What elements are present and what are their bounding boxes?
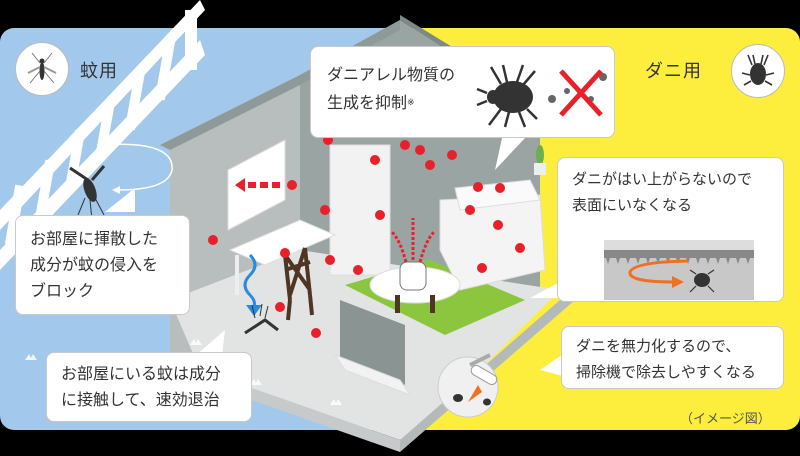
bubble-line: 掃除機で除去しやすくなる [576, 363, 756, 381]
bubble-line: お部屋にいる蚊は成分 [61, 364, 222, 383]
vacuum-bubble: ダニを無力化するので、 掃除機で除去しやすくなる [561, 326, 784, 389]
mosquito-title: 蚊用 [80, 61, 118, 82]
bubble-line: ブロック [30, 281, 95, 300]
block-invasion-bubble: お部屋に揮散した 成分が蚊の侵入を ブロック [15, 215, 190, 315]
mosquito-dead-icon [244, 303, 279, 335]
return-arrow-icon [99, 143, 173, 191]
mosquito-icon [27, 52, 57, 84]
bookshelf [329, 144, 391, 276]
bubble-line: 生成を抑制 [327, 93, 408, 112]
window [227, 139, 286, 231]
mite-title: ダニ用 [645, 61, 702, 82]
blue-arrow-icon [243, 253, 257, 308]
plant [534, 145, 546, 175]
mosquito-badge [15, 42, 69, 96]
bubble-line: 成分が蚊の侵入を [30, 255, 159, 274]
bubble-line: ダニを無力化するので、 [576, 337, 741, 355]
bubble-line: ダニアレル物質の [327, 65, 456, 84]
red-arrow-icon [235, 178, 280, 192]
image-caption: （イメージ図） [680, 412, 771, 427]
chair [283, 247, 314, 321]
bubble-line: に接触して、速効退治 [61, 390, 220, 409]
fence-icon [0, 0, 205, 270]
bubble-line: ダニがはい上がらないので [572, 170, 753, 188]
allergen-bubble: ダニアレル物質の 生成を抑制※ [310, 46, 615, 138]
mite-badge [731, 44, 785, 98]
mosquito-flying-icon [69, 165, 106, 221]
dust-mite-icon [476, 64, 538, 128]
footnote-mark: ※ [407, 98, 415, 108]
prohibited-icon [548, 69, 607, 117]
carpet-diagram [604, 240, 754, 300]
dispersal-arrows-icon [390, 218, 436, 263]
bubble-line: 表面にいなくなる [572, 196, 693, 214]
dust-mite-icon [741, 54, 775, 86]
vacuum-closeup [437, 353, 499, 418]
bubble-line: お部屋に揮散した [30, 229, 159, 248]
contact-kill-bubble: お部屋にいる蚊は成分 に接触して、速効退治 [46, 352, 252, 422]
surface-bubble: ダニがはい上がらないので 表面にいなくなる [557, 157, 784, 302]
repellent-device [399, 261, 427, 291]
